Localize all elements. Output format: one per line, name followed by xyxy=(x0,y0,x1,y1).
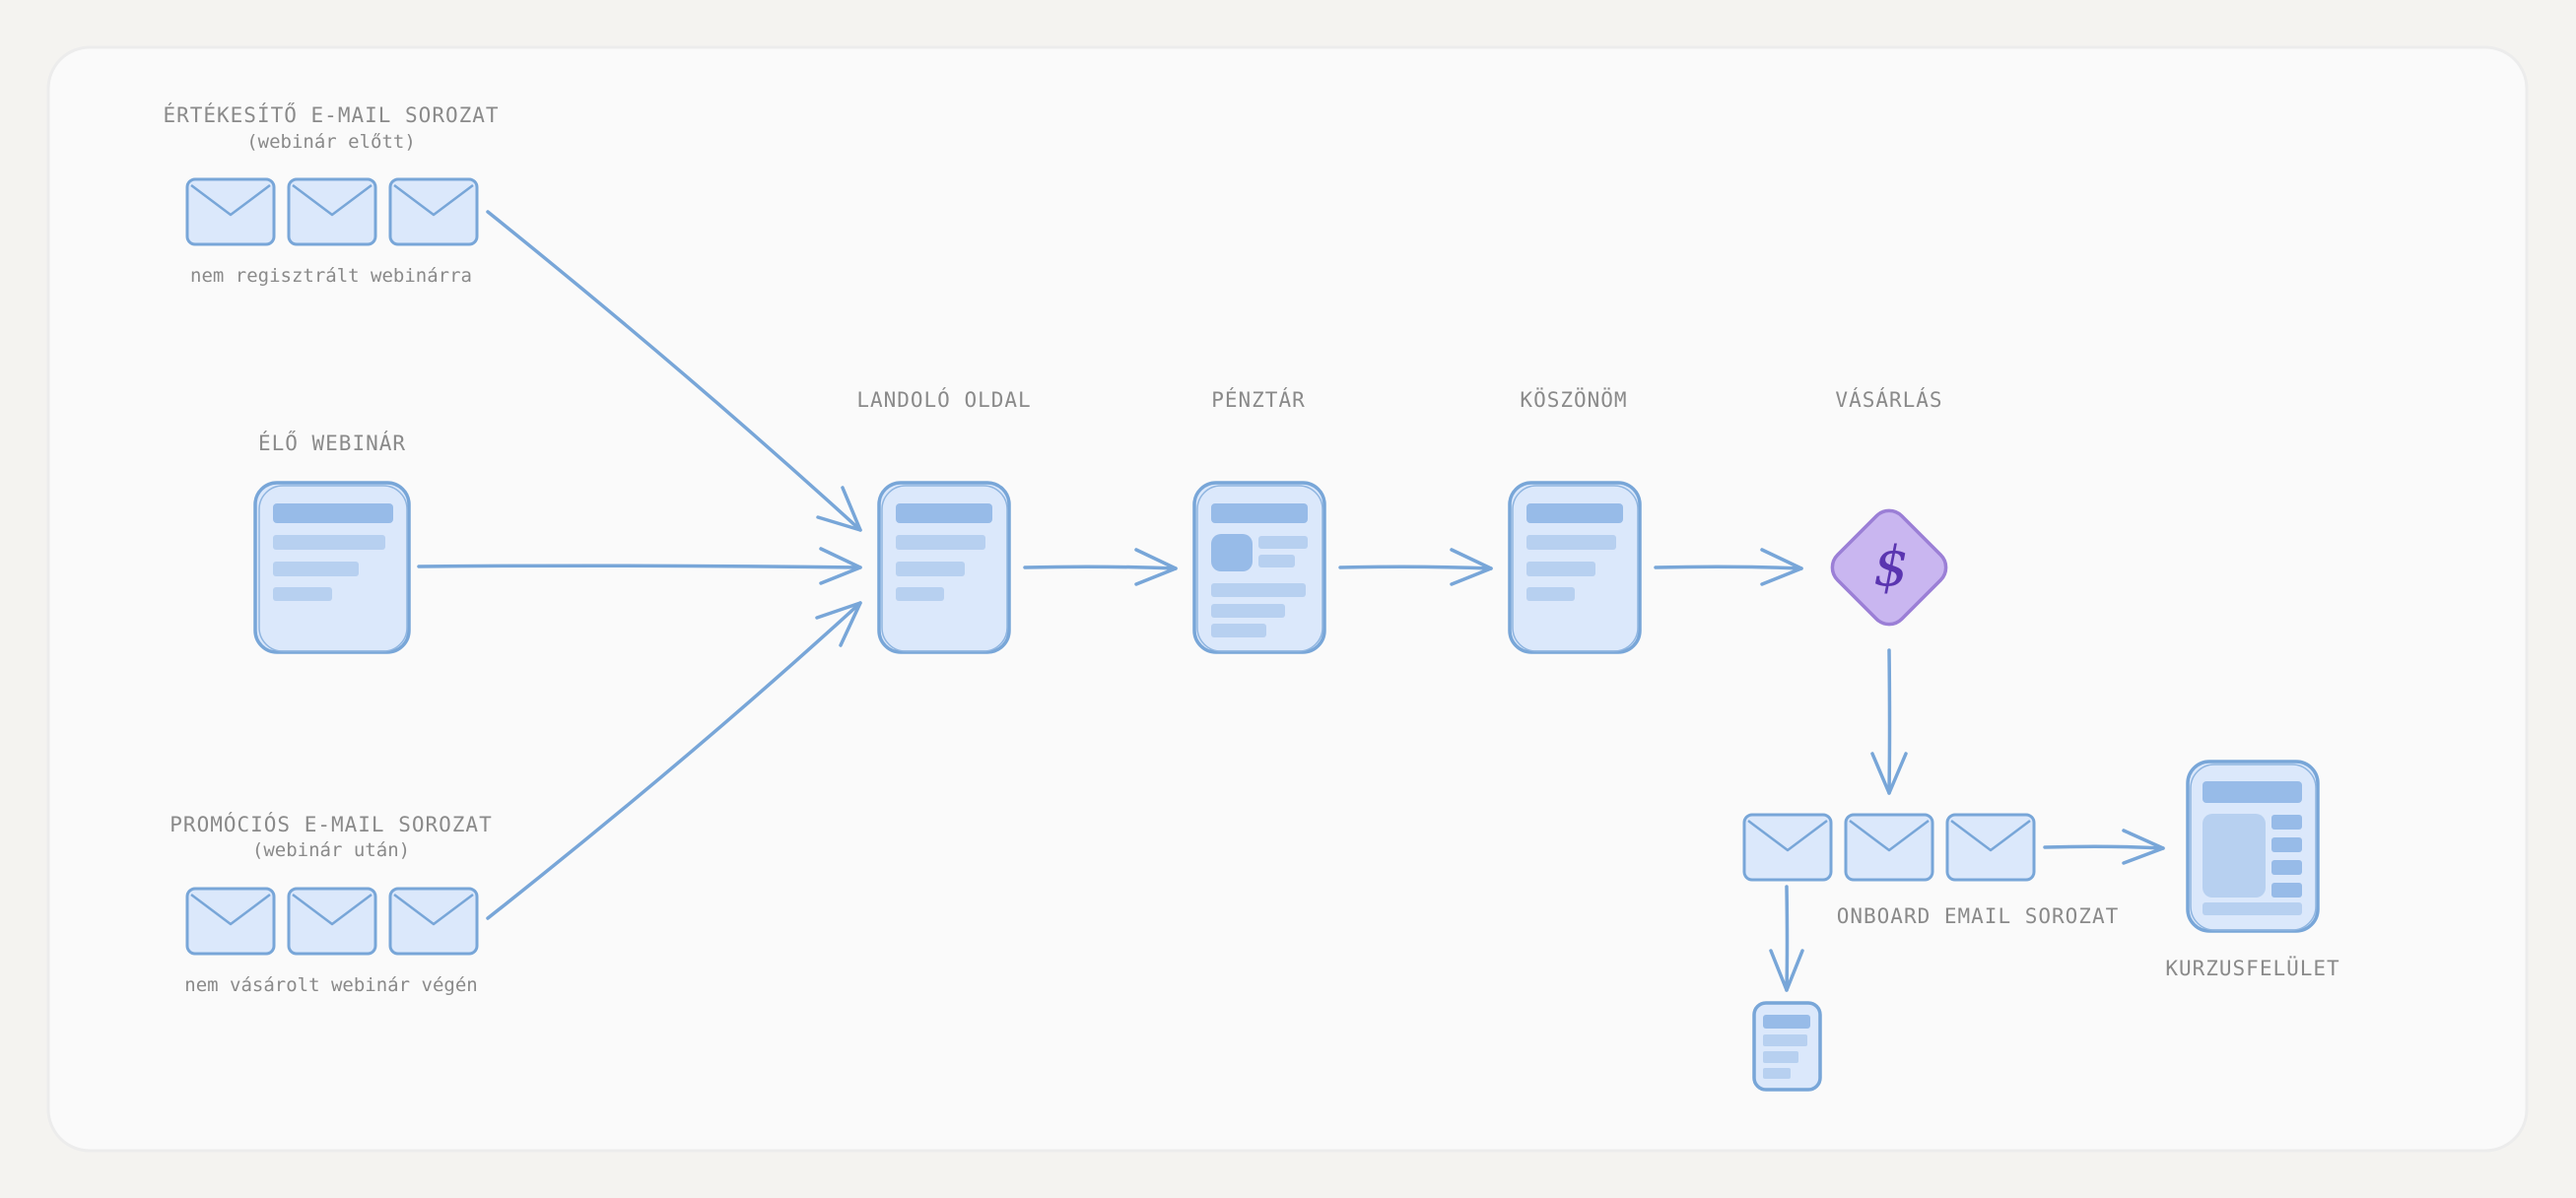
edge-onboard-to-course xyxy=(2043,829,2165,865)
envelope-icon xyxy=(185,177,276,246)
edge-landing-to-checkout xyxy=(1023,548,1178,586)
node-checkout: PÉNZTÁR xyxy=(1192,387,1326,654)
envelope-icon xyxy=(388,887,479,956)
onboard-title: ONBOARD EMAIL SOROZAT xyxy=(1837,904,2120,928)
edge-onboard-to-mini-page xyxy=(1769,885,1804,992)
edge-checkout-to-thankyou xyxy=(1338,548,1493,586)
node-course: KURZUSFELÜLET xyxy=(2165,760,2339,980)
purchase-diamond xyxy=(1830,508,1948,627)
purchase-title: VÁSÁRLÁS xyxy=(1835,387,1942,412)
edge-thankyou-to-purchase xyxy=(1654,548,1803,586)
edge-webinar-to-landing xyxy=(417,547,862,585)
node-purchase: VÁSÁRLÁS $ xyxy=(1830,387,1948,627)
envelope-icon xyxy=(1742,813,1833,882)
live-webinar-title: ÉLŐ WEBINÁR xyxy=(258,431,406,455)
email-post-subtitle: (webinár után) xyxy=(252,839,410,861)
thankyou-title: KÖSZÖNÖM xyxy=(1520,387,1627,412)
envelope-icon xyxy=(1945,813,2036,882)
edge-email-post-to-landing xyxy=(486,601,862,920)
landing-title: LANDOLÓ OLDAL xyxy=(856,387,1031,412)
envelope-icon xyxy=(287,887,377,956)
node-thankyou: KÖSZÖNÖM xyxy=(1508,387,1642,654)
edge-purchase-to-onboard xyxy=(1870,648,1908,795)
node-mini-page xyxy=(1752,1001,1822,1092)
email-pre-subtitle: (webinár előtt) xyxy=(246,131,416,153)
envelope-icon xyxy=(287,177,377,246)
node-email-post: PROMÓCIÓS E-MAIL SOROZAT (webinár után) … xyxy=(169,812,492,996)
email-pre-caption: nem regisztrált webinárra xyxy=(190,265,472,287)
email-post-caption: nem vásárolt webinár végén xyxy=(184,974,477,996)
email-pre-title: ÉRTÉKESÍTŐ E-MAIL SOROZAT xyxy=(163,102,499,127)
edge-email-pre-to-landing xyxy=(486,210,862,532)
envelope-icon xyxy=(388,177,479,246)
node-email-pre: ÉRTÉKESÍTŐ E-MAIL SOROZAT (webinár előtt… xyxy=(163,102,499,287)
email-post-title: PROMÓCIÓS E-MAIL SOROZAT xyxy=(169,812,492,836)
envelope-icon xyxy=(185,887,276,956)
node-live-webinar: ÉLŐ WEBINÁR xyxy=(253,431,411,654)
checkout-title: PÉNZTÁR xyxy=(1211,387,1306,412)
course-title: KURZUSFELÜLET xyxy=(2165,956,2339,980)
node-onboard: ONBOARD EMAIL SOROZAT xyxy=(1742,813,2120,928)
node-landing-page: LANDOLÓ OLDAL xyxy=(856,387,1031,654)
dollar-icon: $ xyxy=(1873,535,1909,599)
envelope-icon xyxy=(1844,813,1934,882)
